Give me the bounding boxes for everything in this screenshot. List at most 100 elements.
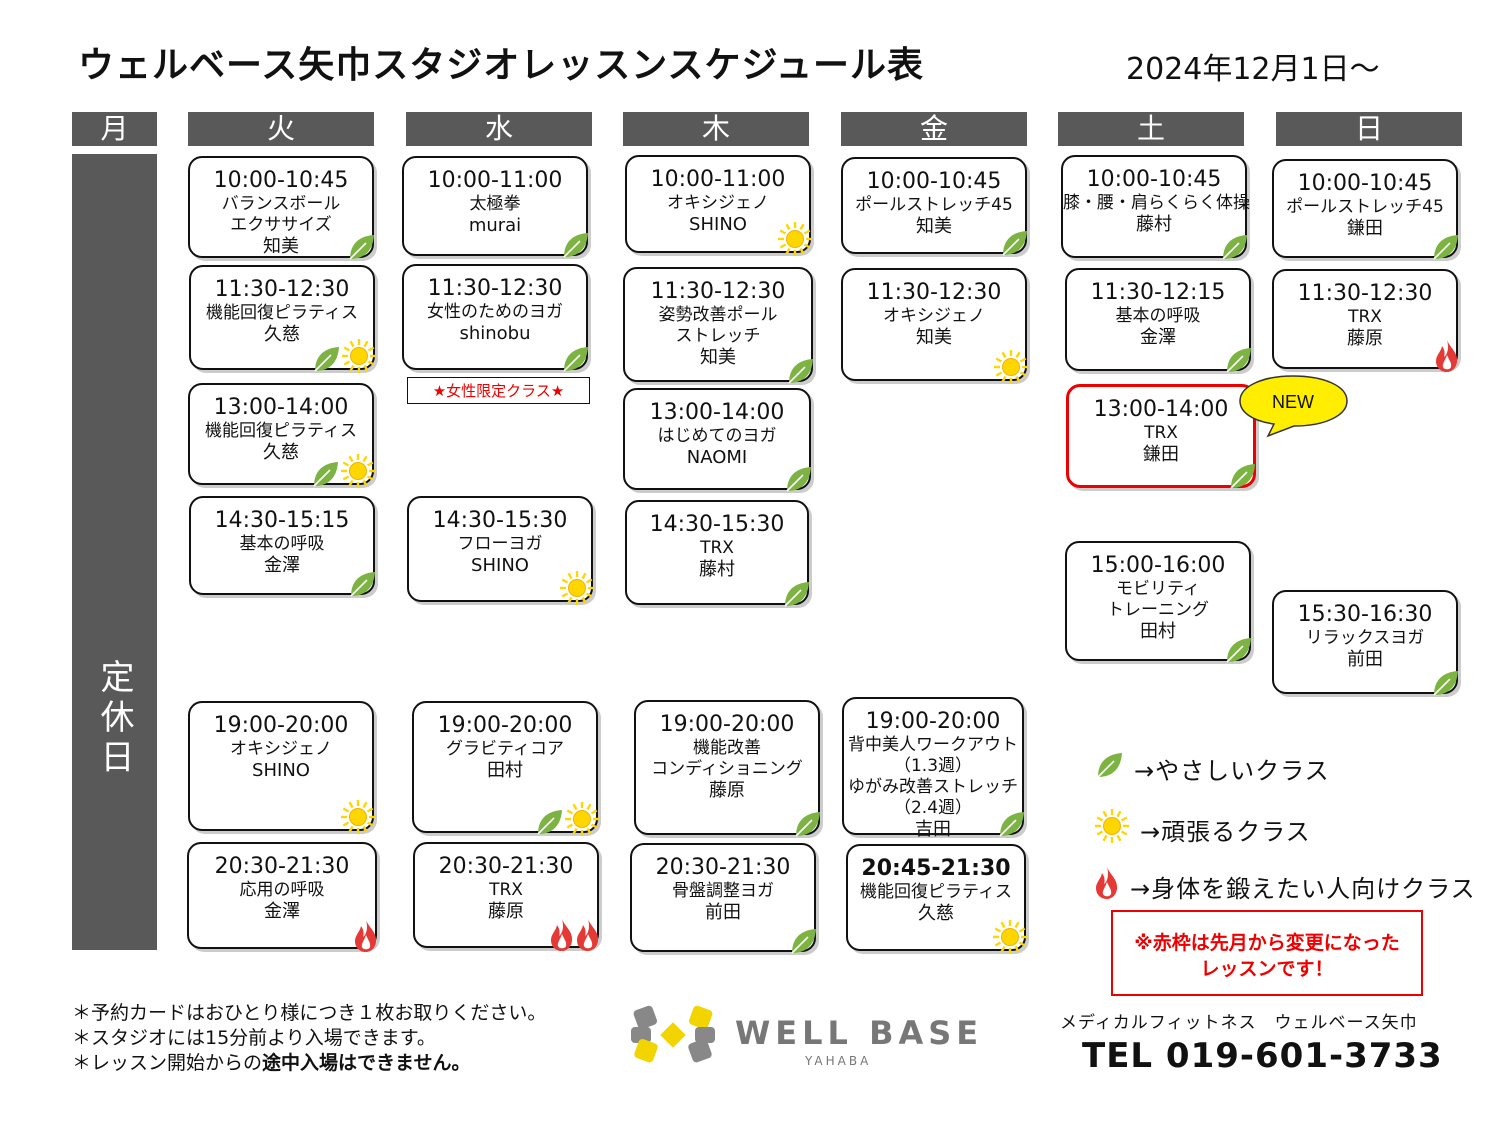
brand-name: WELL BASE	[735, 1014, 984, 1052]
class-intensity-icons	[346, 232, 376, 262]
class-intensity-icons	[559, 570, 595, 606]
footnote-late-entry-prefix: ＊レッスン開始からの	[72, 1052, 263, 1074]
class-intensity-icons	[999, 228, 1029, 258]
change-notice-text: ※赤枠は先月から変更になった レッスンです！	[1134, 932, 1400, 980]
class-time: 11:30-12:30	[427, 276, 563, 301]
class-name: ポールストレッチ45	[1286, 197, 1444, 217]
leaf-icon	[1097, 753, 1122, 778]
class-name: オキシジェノ	[667, 193, 769, 213]
class-intensity-icons	[534, 801, 600, 837]
class-name: 機能改善	[693, 738, 761, 758]
schedule-start-date: 2024年12月1日〜	[1126, 52, 1380, 87]
class-time: 19:00-20:00	[213, 713, 349, 738]
class-instructor: 鎌田	[1143, 444, 1179, 465]
class-time: 19:00-20:00	[865, 709, 1001, 734]
fire-icon	[1436, 340, 1458, 372]
class-time: 11:30-12:15	[1090, 280, 1226, 305]
class-name: TRX	[489, 880, 523, 900]
class-time: 14:30-15:15	[214, 508, 350, 533]
class-instructor: SHINO	[252, 760, 310, 781]
class-name: はじめてのヨガ	[657, 426, 777, 446]
class-time: 13:00-14:00	[213, 395, 349, 420]
leaf-icon	[314, 347, 339, 372]
leaf-icon	[563, 233, 588, 258]
leaf-icon	[349, 235, 374, 260]
class-intensity-icons	[1434, 339, 1460, 373]
class-name: TRX	[1348, 307, 1382, 327]
class-time: 14:30-15:30	[649, 512, 785, 537]
class-time: 11:30-12:30	[1297, 281, 1433, 306]
class-name: モビリティ	[1116, 579, 1200, 599]
sun-icon	[342, 339, 376, 373]
class-intensity-icons	[792, 809, 822, 839]
class-intensity-icons	[340, 799, 376, 835]
leaf-icon	[786, 467, 811, 492]
class-intensity-icons	[992, 919, 1028, 955]
class-instructor: 知美	[916, 327, 952, 348]
class-intensity-icons	[1430, 232, 1460, 262]
day-header-tuesday: 火	[188, 112, 374, 146]
sun-icon	[341, 454, 375, 488]
class-name: オキシジェノ	[230, 739, 332, 759]
leaf-icon	[563, 347, 588, 372]
footnote-late-entry-bold: 途中入場はできません。	[262, 1052, 471, 1074]
leaf-icon	[791, 929, 816, 954]
class-instructor: 藤原	[488, 901, 524, 922]
sun-icon	[1095, 809, 1129, 843]
class-time: 19:00-20:00	[659, 712, 795, 737]
class-instructor: 知美	[263, 236, 299, 257]
legend-item-hard: →頑張るクラス	[1094, 808, 1311, 850]
class-name: 応用の呼吸	[239, 880, 325, 900]
class-time: 20:30-21:30	[438, 854, 574, 879]
class-instructor: 知美	[700, 347, 736, 368]
class-name: （1.3週）	[893, 756, 973, 776]
class-time: 14:30-15:30	[432, 508, 568, 533]
class-instructor: murai	[468, 215, 522, 236]
class-intensity-icons	[1219, 232, 1249, 262]
class-time: 11:30-12:30	[866, 280, 1002, 305]
class-instructor: 金澤	[264, 555, 300, 576]
class-name: TRX	[700, 538, 734, 558]
fire-icon	[1094, 866, 1120, 906]
class-name: TRX	[1144, 423, 1178, 443]
class-instructor: NAOMI	[686, 447, 748, 468]
class-instructor: 久慈	[918, 903, 954, 924]
company-name: メディカルフィットネス ウェルベース矢巾	[1060, 1013, 1418, 1033]
class-time: 20:30-21:30	[655, 855, 791, 880]
class-intensity-icons	[560, 230, 590, 260]
class-instructor: SHINO	[689, 214, 747, 235]
class-name: オキシジェノ	[883, 306, 985, 326]
new-label: NEW	[1272, 392, 1314, 412]
leaf-icon	[1230, 464, 1255, 489]
day-header-wednesday: 水	[406, 112, 592, 146]
closed-label: 定休日	[94, 659, 134, 779]
